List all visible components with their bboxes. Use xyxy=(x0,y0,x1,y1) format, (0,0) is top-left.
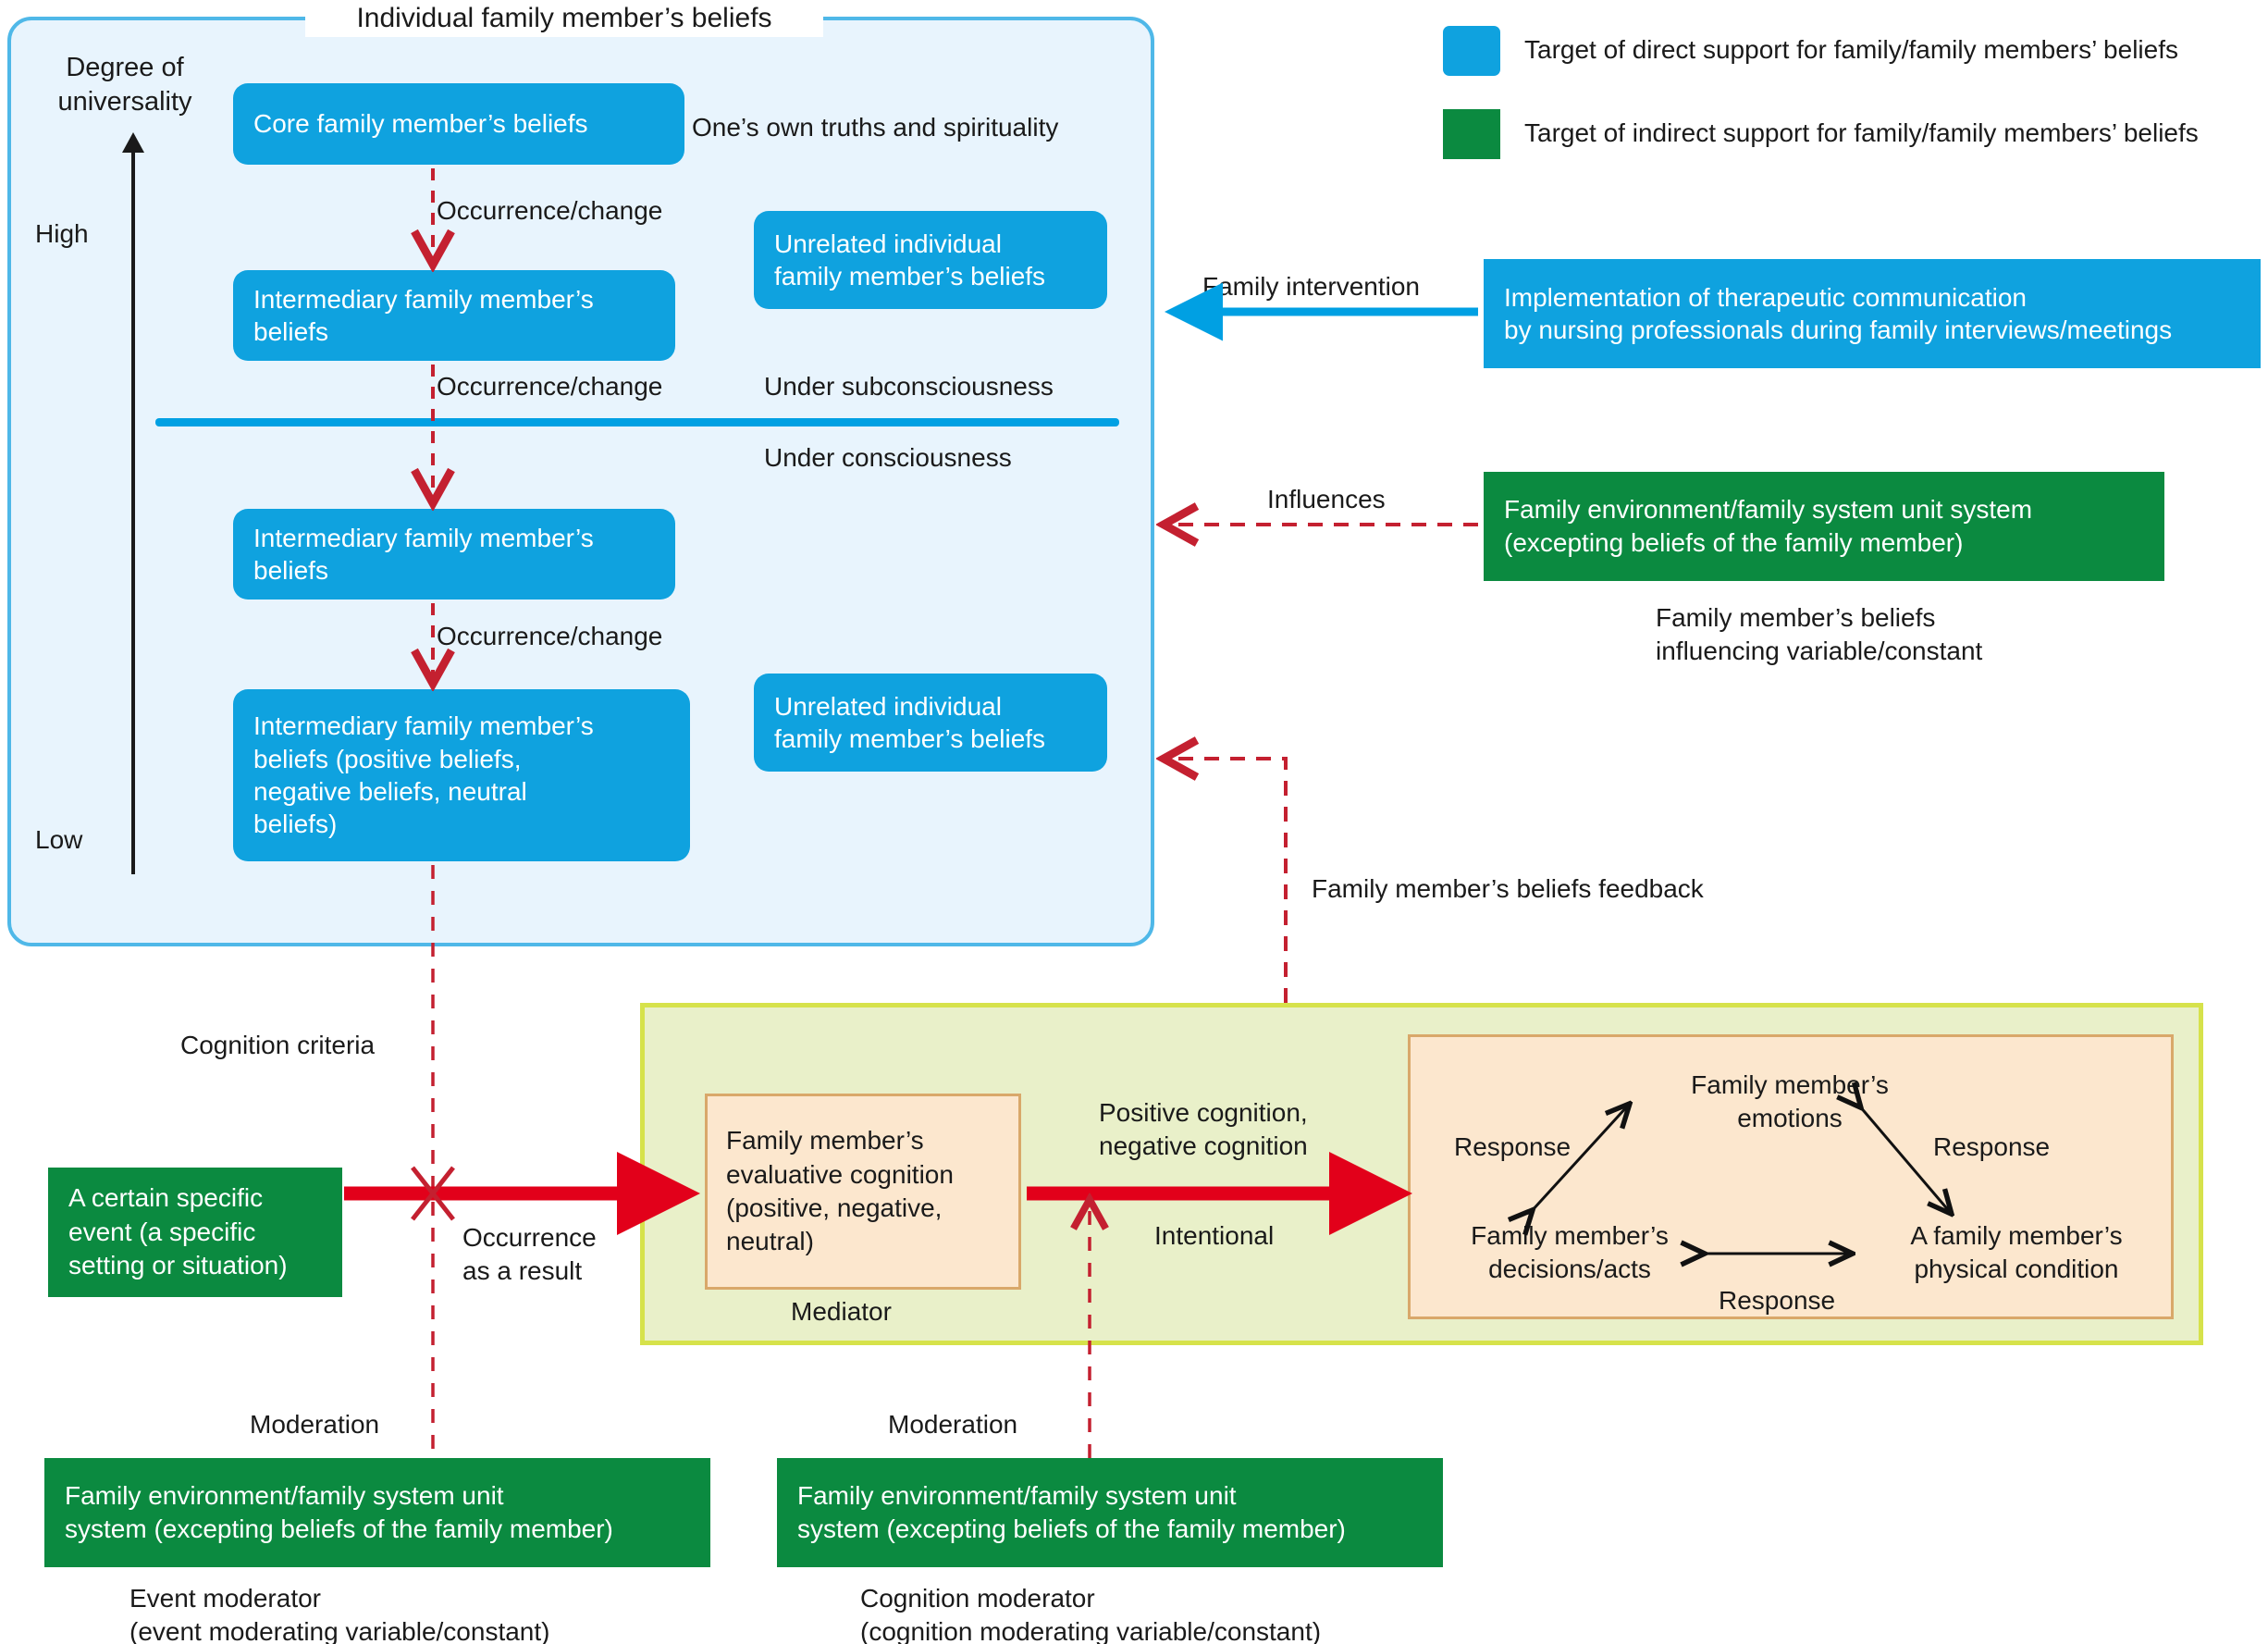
consciousness-divider xyxy=(155,418,1119,426)
legend-blue-swatch xyxy=(1443,26,1500,76)
axis-line xyxy=(131,143,135,874)
under-consciousness-label: Under consciousness xyxy=(764,443,1012,472)
legend-green-swatch xyxy=(1443,109,1500,159)
node-unrelated-beliefs-1[interactable]: Unrelated individual family member’s bel… xyxy=(754,211,1107,309)
axis-high-label: High xyxy=(35,219,89,248)
mediator-box[interactable]: Family member’s evaluative cognition (po… xyxy=(705,1094,1021,1290)
cognition-moderator-box[interactable]: Family environment/family system unit sy… xyxy=(777,1458,1443,1567)
arrow-label-occurrence-change-1: Occurrence/change xyxy=(437,196,663,225)
cognition-criteria-label: Cognition criteria xyxy=(180,1031,376,1059)
legend-label-direct-support: Target of direct support for family/fami… xyxy=(1524,35,2178,64)
node-unrelated-beliefs-2[interactable]: Unrelated individual family member’s bel… xyxy=(754,674,1107,772)
node-intermediary-beliefs-2[interactable]: Intermediary family member’s beliefs xyxy=(233,509,675,600)
axis-caption: Degree of universality xyxy=(57,53,192,117)
panel-title: Individual family member’s beliefs xyxy=(356,3,772,33)
cognition-valence-label: Positive cognition, negative cognition xyxy=(1099,1098,1308,1160)
occurrence-as-result-label: Occurrence as a result xyxy=(462,1223,597,1285)
node-core-beliefs[interactable]: Core family member’s beliefs xyxy=(233,83,684,165)
panel-title-background xyxy=(305,0,823,37)
node-intermediary-beliefs-1[interactable]: Intermediary family member’s beliefs xyxy=(233,270,675,361)
node-intermediary-beliefs-3[interactable]: Intermediary family member’s beliefs (po… xyxy=(233,689,690,861)
family-intervention-label: Family intervention xyxy=(1202,272,1420,301)
legend-label-indirect-support: Target of indirect support for family/fa… xyxy=(1524,118,2199,147)
outcome-decisions-label: Family member’s decisions/acts xyxy=(1471,1221,1669,1283)
intervention-box[interactable]: Implementation of therapeutic communicat… xyxy=(1484,259,2261,368)
outcome-emotions-label: Family member’s emotions xyxy=(1691,1070,1889,1132)
arrow-label-occurrence-change-2: Occurrence/change xyxy=(437,372,663,401)
moderation-label-event: Moderation xyxy=(250,1410,380,1439)
axis-low-label: Low xyxy=(35,825,83,854)
outcome-response-bottom-label: Response xyxy=(1719,1286,1836,1315)
outcome-physical-label: A family member’s physical condition xyxy=(1910,1221,2123,1283)
family-environment-box[interactable]: Family environment/family system unit sy… xyxy=(1484,472,2164,581)
intentional-label: Intentional xyxy=(1154,1221,1275,1250)
event-moderator-caption: Event moderator (event moderating variab… xyxy=(129,1584,550,1644)
cognition-moderator-caption: Cognition moderator (cognition moderatin… xyxy=(860,1584,1322,1644)
under-subconsciousness-label: Under subconsciousness xyxy=(764,372,1054,401)
influences-label: Influences xyxy=(1267,485,1386,513)
arrow-label-occurrence-change-3: Occurrence/change xyxy=(437,622,663,650)
event-moderator-box[interactable]: Family environment/family system unit sy… xyxy=(44,1458,710,1567)
outcome-response-left-label: Response xyxy=(1454,1132,1572,1161)
moderation-label-cognition: Moderation xyxy=(888,1410,1018,1439)
mediator-caption: Mediator xyxy=(791,1297,892,1326)
axis-arrowhead-icon xyxy=(122,132,144,153)
specific-event-box[interactable]: A certain specific event (a specific set… xyxy=(48,1168,342,1297)
connector-beliefs-feedback xyxy=(1167,759,1288,1003)
family-environment-caption: Family member’s beliefs influencing vari… xyxy=(1656,603,1983,665)
outcome-response-right-label: Response xyxy=(1933,1132,2051,1161)
feedback-label: Family member’s beliefs feedback xyxy=(1312,874,1704,903)
core-beliefs-side-note: One’s own truths and spirituality xyxy=(692,113,1059,142)
cognition-criteria-cross-icon xyxy=(411,1166,455,1221)
